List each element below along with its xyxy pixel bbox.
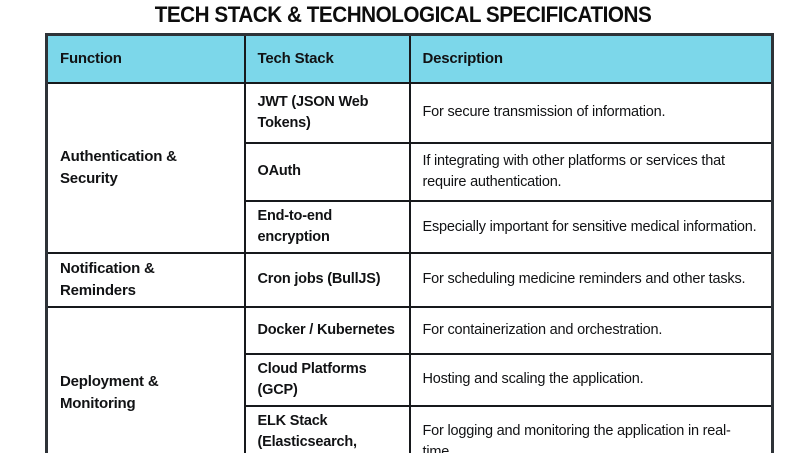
tech-cell-oauth: OAuth [243,142,411,202]
function-cell-deployment-monitoring: Deployment & Monitoring [45,305,246,453]
function-cell-authentication-security: Authentication & Security [45,81,246,255]
header-description: Description [408,33,774,84]
table-row: Notification & Reminders Cron jobs (Bull… [45,252,774,308]
desc-cell-docker-kubernetes: For containerization and orchestration. [408,305,774,355]
table-row: OAuth If integrating with other platform… [47,142,774,202]
desc-cell-elk-stack: For logging and monitoring the applicati… [408,404,774,453]
desc-cell-oauth: If integrating with other platforms or s… [408,142,774,202]
table-row: Deployment & Monitoring Docker / Kuberne… [45,305,774,453]
tech-cell-cloud-platforms: Cloud Platforms (GCP) [243,352,411,407]
desc-cell-cloud-platforms: Hosting and scaling the application. [408,352,774,407]
tech-cell-elk-stack: ELK Stack (Elasticsearch, Logstash, Kiba… [243,404,411,453]
table-row: Cloud Platforms (GCP) Hosting and scalin… [47,352,774,407]
tech-cell-docker-kubernetes: Docker / Kubernetes [243,305,411,355]
table-header-row: Function Tech Stack Description [45,33,774,84]
tech-stack-table: Function Tech Stack Description Authenti… [45,33,774,453]
header-function: Function [45,33,246,84]
table-row: Authentication & Security JWT (JSON Web … [45,81,774,255]
page-title: TECH STACK & TECHNOLOGICAL SPECIFICATION… [154,2,652,27]
table-row: End-to-end encryption Especially importa… [47,199,774,255]
header-tech-stack: Tech Stack [243,33,411,84]
tech-cell-jwt: JWT (JSON Web Tokens) [243,82,411,144]
desc-cell-encryption: Especially important for sensitive medic… [408,199,774,255]
tech-cell-encryption: End-to-end encryption [243,199,411,255]
desc-cell-jwt: For secure transmission of information. [408,82,774,144]
desc-cell-cron-jobs: For scheduling medicine reminders and ot… [408,252,774,308]
table-row: ELK Stack (Elasticsearch, Logstash, Kiba… [47,404,774,453]
tech-cell-cron-jobs: Cron jobs (BullJS) [243,252,411,308]
function-cell-notification-reminders: Notification & Reminders [45,252,246,308]
